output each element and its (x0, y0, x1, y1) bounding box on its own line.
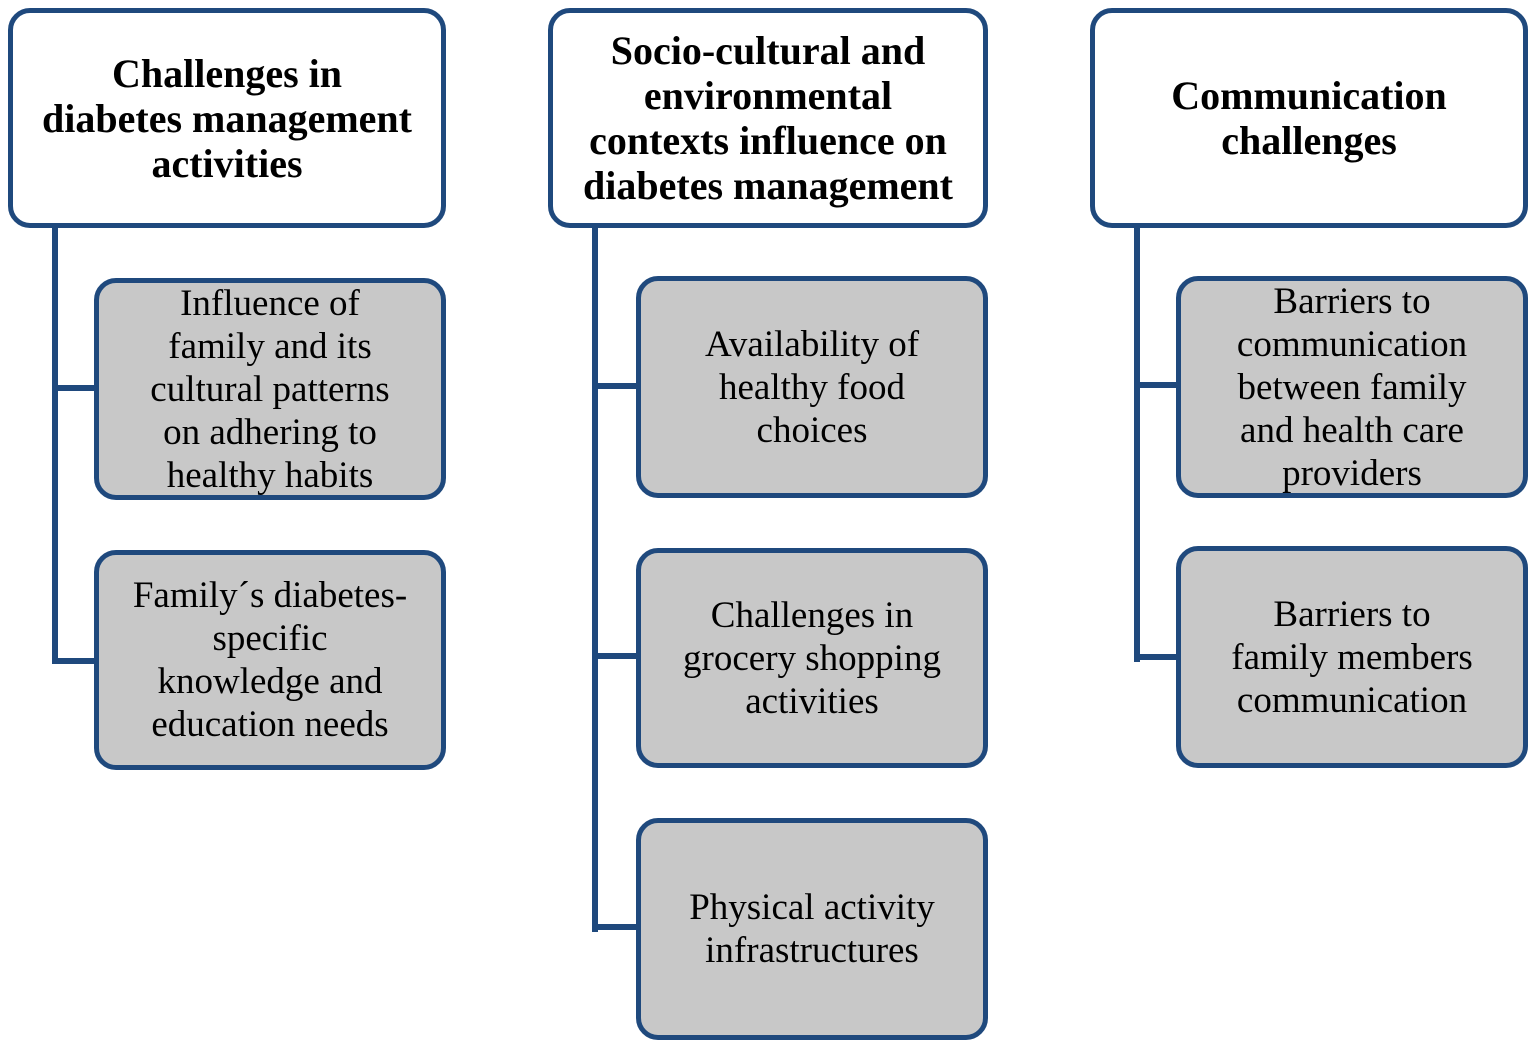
connector-branch-col1-item2 (52, 658, 98, 664)
connector-branch-col2-item1 (592, 383, 640, 389)
connector-trunk-col2 (592, 222, 598, 932)
connector-trunk-col3 (1134, 222, 1140, 662)
connector-trunk-col1 (52, 222, 58, 664)
connector-branch-col3-item2 (1134, 654, 1180, 660)
connector-branch-col2-item3 (592, 924, 640, 930)
connector-branch-col3-item1 (1134, 382, 1180, 388)
connector-branch-col2-item2 (592, 653, 640, 659)
connector-branch-col1-item1 (52, 385, 98, 391)
